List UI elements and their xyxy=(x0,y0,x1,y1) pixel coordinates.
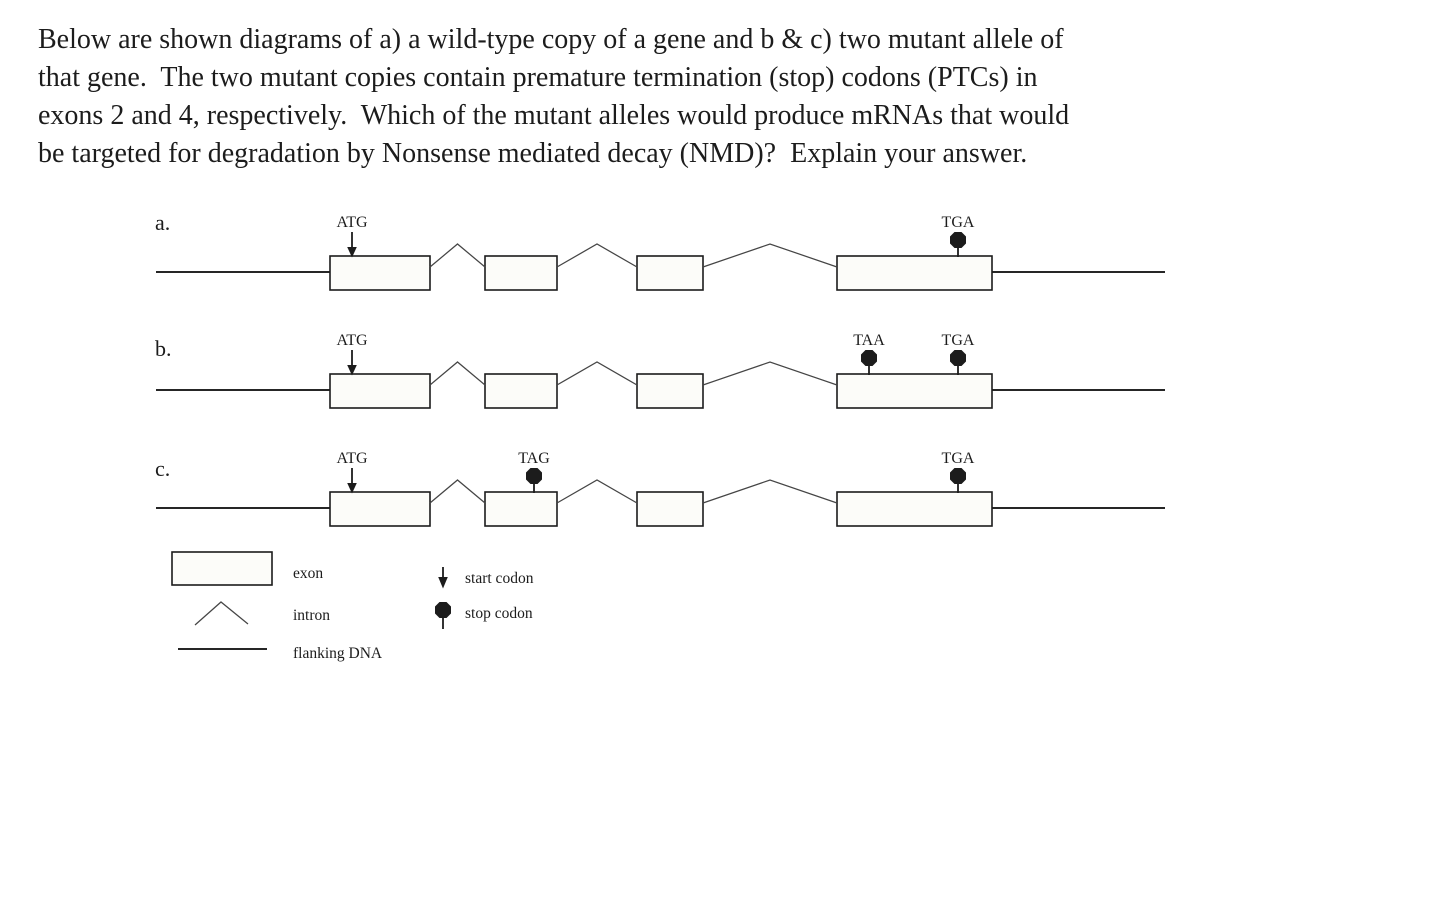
allele-c-label: c. xyxy=(155,456,170,481)
intron-1 xyxy=(429,243,486,268)
legend-start-codon-label: start codon xyxy=(465,570,534,587)
codon-label-tga: TGA xyxy=(942,214,975,231)
exon-2 xyxy=(484,491,558,527)
codon-label-tga: TGA xyxy=(942,332,975,349)
exon-3 xyxy=(636,491,704,527)
codon-label-atg: ATG xyxy=(336,450,368,467)
exon-4 xyxy=(836,255,993,291)
intron-2 xyxy=(556,479,638,504)
allele-a-label: a. xyxy=(155,210,170,235)
stop-octagon-icon xyxy=(861,350,877,366)
exon-1 xyxy=(329,491,431,527)
exon-2 xyxy=(484,373,558,409)
legend-exon-label: exon xyxy=(293,565,323,582)
legend-exon-swatch xyxy=(171,551,273,586)
legend-intron-swatch xyxy=(194,601,249,626)
allele-row-c: c. ATG TAG TGA xyxy=(155,450,1165,527)
exon-3 xyxy=(636,373,704,409)
legend-stop-codon-label: stop codon xyxy=(465,605,533,622)
stop-octagon-icon xyxy=(526,468,542,484)
intron-3 xyxy=(702,243,838,268)
start-arrow-head-icon xyxy=(347,365,357,376)
codon-label-tag: TAG xyxy=(518,450,550,467)
start-codon-marker-atg: ATG xyxy=(336,450,368,494)
allele-rows-group: a. ATG TGA b. ATG TAA TGA c. ATG TAG TGA xyxy=(155,210,1165,527)
start-codon-marker-atg: ATG xyxy=(336,214,368,258)
stop-octagon-icon xyxy=(950,350,966,366)
allele-row-b: b. ATG TAA TGA xyxy=(155,332,1165,409)
start-codon-icon xyxy=(438,567,448,589)
legend-flanking-dna-label: flanking DNA xyxy=(293,645,383,662)
allele-b-label: b. xyxy=(155,336,172,361)
intron-3 xyxy=(702,361,838,386)
stop-codon-marker-tga: TGA xyxy=(942,214,975,257)
allele-row-a: a. ATG TGA xyxy=(155,210,1165,291)
legend: exon intron flanking DNA start codon sto… xyxy=(171,551,534,662)
start-arrow-head-icon xyxy=(347,247,357,258)
exon-1 xyxy=(329,255,431,291)
intron-3 xyxy=(702,479,838,504)
exon-4 xyxy=(836,491,993,527)
codon-label-tga: TGA xyxy=(942,450,975,467)
stop-codon-marker-tga: TGA xyxy=(942,332,975,375)
legend-intron-label: intron xyxy=(293,607,330,624)
codon-label-atg: ATG xyxy=(336,214,368,231)
intron-1 xyxy=(429,361,486,386)
codon-label-atg: ATG xyxy=(336,332,368,349)
exon-2 xyxy=(484,255,558,291)
stop-codon-marker-tag: TAG xyxy=(518,450,550,493)
stop-octagon-icon xyxy=(950,232,966,248)
stop-codon-marker-tga: TGA xyxy=(942,450,975,493)
stop-octagon-icon xyxy=(950,468,966,484)
question-text: Below are shown diagrams of a) a wild-ty… xyxy=(38,24,1070,169)
start-codon-marker-atg: ATG xyxy=(336,332,368,376)
start-arrow-head-icon xyxy=(347,483,357,494)
exon-3 xyxy=(636,255,704,291)
codon-label-taa: TAA xyxy=(853,332,885,349)
intron-1 xyxy=(429,479,486,504)
stop-codon-marker-taa: TAA xyxy=(853,332,885,375)
intron-2 xyxy=(556,361,638,386)
exon-1 xyxy=(329,373,431,409)
intron-2 xyxy=(556,243,638,268)
exon-4 xyxy=(836,373,993,409)
stop-codon-icon xyxy=(435,602,451,629)
